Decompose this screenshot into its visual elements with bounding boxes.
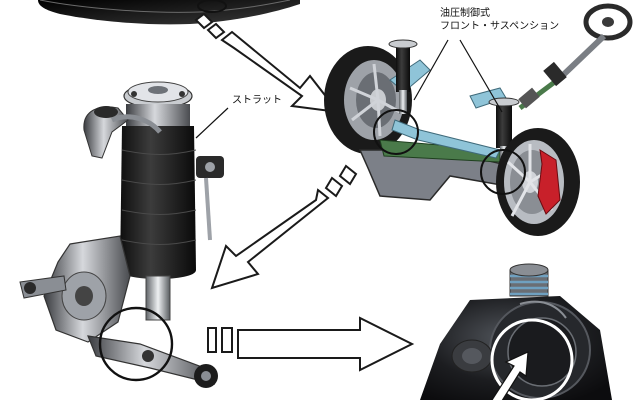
callout-circle-detail <box>490 318 574 400</box>
front-suspension-label-line1: 油圧制御式 <box>440 8 490 19</box>
strut-label: ストラット <box>232 95 282 106</box>
left-strut-small <box>388 39 418 114</box>
detail-pointer-arrow <box>491 351 529 400</box>
left-wheel <box>324 46 412 154</box>
right-wheel <box>496 128 580 236</box>
callout-circle-right <box>480 149 526 195</box>
front-suspension-assembly <box>324 3 633 236</box>
callout-circle-strut <box>98 306 174 382</box>
front-suspension-label-line2: フロント・サスペンション <box>440 20 560 32</box>
arrow-to-detail-part <box>207 316 415 372</box>
front-suspension-label: 油圧制御式 フロント・サスペンション <box>440 8 559 33</box>
arrow-to-strut <box>210 164 358 290</box>
strut-piston-rod <box>145 275 171 321</box>
subframe <box>358 59 542 201</box>
detail-part <box>420 263 612 400</box>
strut-air-spring <box>120 126 197 279</box>
strut-leader-line <box>195 107 229 139</box>
strut-assembly <box>19 81 229 388</box>
steering-column <box>518 3 633 110</box>
steering-knuckle <box>19 235 131 343</box>
callout-circle-left <box>373 109 419 155</box>
car-silhouette <box>38 0 300 25</box>
lower-control-arm <box>87 335 218 388</box>
label-leader-lines <box>413 39 503 113</box>
stabilizer-link <box>196 156 224 241</box>
upper-control-arm <box>83 106 162 159</box>
